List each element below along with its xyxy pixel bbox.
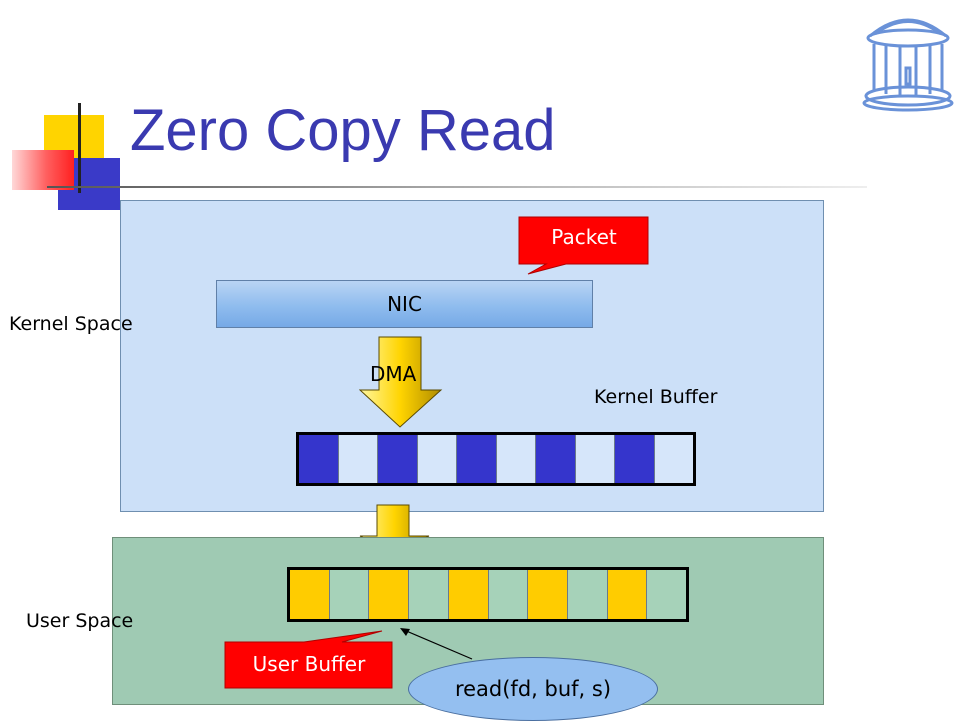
kernel-buffer-slot-empty	[497, 435, 536, 483]
kernel-buffer-label: Kernel Buffer	[594, 386, 718, 408]
kernel-buffer-slot-empty	[418, 435, 457, 483]
user-buffer-slot-empty	[409, 570, 449, 619]
dma-down-arrow-icon	[359, 336, 443, 428]
packet-callout	[518, 216, 649, 275]
title-decoration-red-block	[12, 150, 74, 190]
kernel-buffer-slot-filled	[299, 435, 339, 483]
title-underline	[47, 186, 867, 188]
read-call-ellipse: read(fd, buf, s)	[408, 657, 658, 721]
user-buffer	[287, 567, 689, 622]
kernel-buffer-slot-filled	[457, 435, 497, 483]
slide-title: Zero Copy Read	[130, 98, 556, 163]
kernel-buffer-slot-filled	[615, 435, 655, 483]
user-buffer-slot-filled	[607, 570, 648, 619]
nic-bar: NIC	[216, 280, 593, 328]
read-call-label: read(fd, buf, s)	[454, 677, 612, 701]
old-well-icon	[862, 18, 954, 112]
user-buffer-slot-filled	[448, 570, 489, 619]
user-buffer-slot-filled	[369, 570, 410, 619]
user-buffer-slot-filled	[290, 570, 330, 619]
user-buffer-slot-filled	[528, 570, 568, 619]
kernel-space-label: Kernel Space	[9, 313, 133, 335]
kernel-buffer-slot-empty	[655, 435, 694, 483]
read-pointer-arrow-icon	[400, 628, 473, 660]
user-buffer-label: User Buffer	[252, 652, 366, 676]
user-buffer-slot-empty	[647, 570, 686, 619]
user-space-label: User Space	[26, 610, 134, 632]
kernel-buffer	[296, 432, 696, 486]
title-decoration-vertical-line	[78, 103, 81, 193]
kernel-buffer-slot-empty	[576, 435, 615, 483]
user-buffer-slot-empty	[330, 570, 370, 619]
user-buffer-slot-empty	[489, 570, 529, 619]
kernel-buffer-slot-filled	[378, 435, 418, 483]
kernel-buffer-slot-filled	[536, 435, 576, 483]
packet-label: Packet	[551, 225, 617, 249]
kernel-buffer-slot-empty	[339, 435, 378, 483]
user-buffer-callout	[224, 630, 393, 689]
dma-label: DMA	[370, 362, 417, 386]
user-buffer-slot-empty	[568, 570, 608, 619]
nic-label: NIC	[387, 292, 422, 316]
